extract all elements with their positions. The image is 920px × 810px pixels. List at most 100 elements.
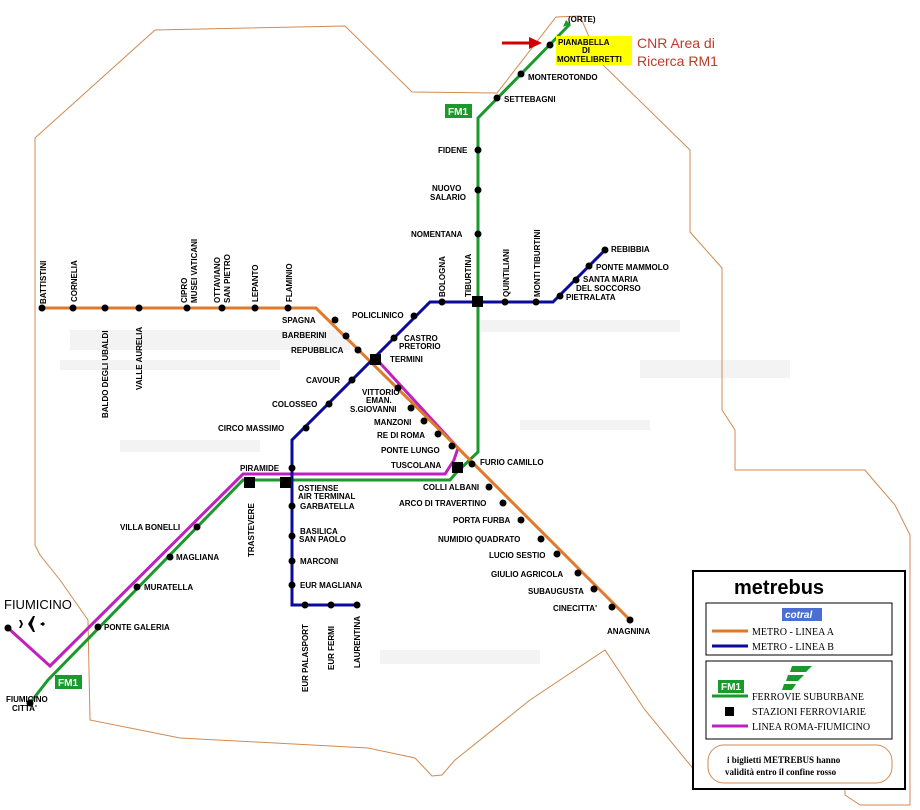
- station-label: SETTEBAGNI: [504, 95, 556, 104]
- station-label: MURATELLA: [144, 583, 193, 592]
- station-label: VALLE AURELIA: [135, 327, 144, 390]
- fs-logo-icon: [782, 666, 812, 690]
- station-label: MONTI TIBURTINI: [533, 229, 542, 297]
- station-label: CINECITTA': [553, 604, 597, 613]
- legend-suburban: FERROVIE SUBURBANE: [752, 692, 864, 703]
- station-label: CORNELIA: [70, 260, 79, 302]
- station-label: CIRCO MASSIMO: [218, 424, 284, 433]
- station-label: PIETRALATA: [566, 293, 616, 302]
- svg-text:FM1: FM1: [721, 682, 741, 693]
- station-label: RE DI ROMA: [377, 431, 425, 440]
- label-pianabella-2: DI: [582, 46, 590, 55]
- station-label: FIDENE: [438, 146, 468, 155]
- station-label: OSTIENSE: [298, 484, 339, 493]
- station-label: QUINTILIANI: [502, 249, 511, 297]
- fm1-badge-south: FM1: [55, 675, 82, 689]
- station-label: AIR TERMINAL: [298, 492, 355, 501]
- station-label: SPAGNA: [282, 316, 316, 325]
- label-pianabella-1: PIANABELLA: [558, 38, 610, 47]
- metro-line-a: [42, 306, 632, 622]
- validity-boundary: [34, 15, 911, 806]
- station-label: CIPRO: [180, 278, 189, 303]
- station-label: PONTE GALERIA: [104, 623, 170, 632]
- station-label: VILLA BONELLI: [120, 523, 180, 532]
- station-label: LEPANTO: [251, 265, 260, 302]
- station-highlight: [556, 36, 632, 65]
- station-label: BASILICA: [300, 527, 338, 536]
- station-label: TRASTEVERE: [247, 503, 256, 557]
- red-pointer-arrow-icon: [502, 37, 542, 49]
- station-label: EMAN.: [366, 396, 392, 405]
- station-label: CAVOUR: [306, 376, 340, 385]
- station-label: NUOVO: [432, 184, 461, 193]
- cnr-label-line2: Ricerca RM1: [637, 53, 718, 69]
- svg-text:FM1: FM1: [448, 107, 468, 118]
- legend-line-a: METRO - LINEA A: [752, 627, 835, 638]
- station-label: MONTEROTONDO: [528, 73, 598, 82]
- label-orte: (ORTE): [568, 15, 596, 24]
- station-label: S.GIOVANNI: [350, 405, 397, 414]
- station-label: SAN PAOLO: [299, 535, 346, 544]
- station-label: SANTA MARIA: [583, 275, 638, 284]
- station-label: PONTE LUNGO: [381, 446, 440, 455]
- station-labels: MONTEROTONDO SETTEBAGNI FIDENE NUOVO SAL…: [6, 73, 669, 713]
- svg-text:FM1: FM1: [58, 678, 78, 689]
- station-label: BALDO DEGLI UBALDI: [101, 330, 110, 418]
- station-label: EUR PALASPORT: [301, 624, 310, 692]
- legend-stations: STAZIONI FERROVIARIE: [752, 707, 866, 718]
- station-label: EUR MAGLIANA: [300, 581, 362, 590]
- station-label: MANZONI: [374, 418, 411, 427]
- background-texture: [60, 320, 790, 664]
- station-label: EUR FERMI: [327, 626, 336, 670]
- airplane-icon: [19, 616, 45, 632]
- station-label: CASTRO: [404, 334, 438, 343]
- station-label: BOLOGNA: [438, 256, 447, 297]
- station-label: PIRAMIDE: [240, 464, 280, 473]
- fm1-line: [28, 22, 572, 704]
- label-pianabella-3: MONTELIBRETTI: [557, 55, 622, 64]
- station-label: COLOSSEO: [272, 400, 317, 409]
- interchange-stations: [244, 296, 483, 488]
- station-label: FIUMICINO: [6, 695, 48, 704]
- station-label: CITTA': [12, 704, 37, 713]
- station-label: ANAGNINA: [607, 627, 650, 636]
- station-label: MARCONI: [300, 557, 338, 566]
- station-label: PONTE MAMMOLO: [596, 263, 669, 272]
- station-label: SALARIO: [430, 193, 466, 202]
- fiumicino-label: FIUMICINO: [4, 597, 72, 612]
- station-label: FURIO CAMILLO: [480, 458, 544, 467]
- station-label: BARBERINI: [282, 331, 326, 340]
- station-label: PORTA FURBA: [453, 516, 511, 525]
- station-label: NUMIDIO QUADRATO: [438, 535, 520, 544]
- station-label: VITTORIO: [362, 388, 400, 397]
- station-label: REBIBBIA: [611, 245, 650, 254]
- station-label: BATTISTINI: [39, 261, 48, 304]
- legend-title: metrebus: [734, 577, 824, 599]
- station-label: DEL SOCCORSO: [576, 284, 641, 293]
- station-label: OTTAVIANO: [213, 257, 222, 303]
- svg-text:cotral: cotral: [785, 610, 812, 621]
- station-label: GARBATELLA: [300, 502, 355, 511]
- station-label: REPUBBLICA: [291, 346, 344, 355]
- fm1-badge-north: FM1: [445, 104, 472, 118]
- station-label: MAGLIANA: [176, 553, 219, 562]
- metro-line-b: [290, 248, 607, 607]
- station-label: NOMENTANA: [411, 230, 463, 239]
- legend-panel: metrebus cotral METRO - LINEA A METRO - …: [692, 570, 906, 790]
- station-label: LUCIO SESTIO: [489, 551, 545, 560]
- station-label: FLAMINIO: [285, 263, 294, 302]
- station-label: COLLI ALBANI: [423, 483, 479, 492]
- station-label: TERMINI: [390, 355, 423, 364]
- station-label: SUBAUGUSTA: [528, 587, 584, 596]
- station-label: ARCO DI TRAVERTINO: [399, 499, 486, 508]
- cnr-label-line1: CNR Area di: [637, 35, 715, 51]
- station-labels-vertical: BATTISTINI CORNELIA BALDO DEGLI UBALDI V…: [39, 229, 542, 692]
- station-label: TUSCOLANA: [391, 461, 441, 470]
- legend-note-line2: validità entro il confine rosso: [725, 767, 837, 777]
- station-dots: [4, 41, 634, 707]
- station-label: PRETORIO: [399, 342, 441, 351]
- orte-direction-arrow-icon: [563, 20, 570, 27]
- station-label: GIULIO AGRICOLA: [491, 570, 563, 579]
